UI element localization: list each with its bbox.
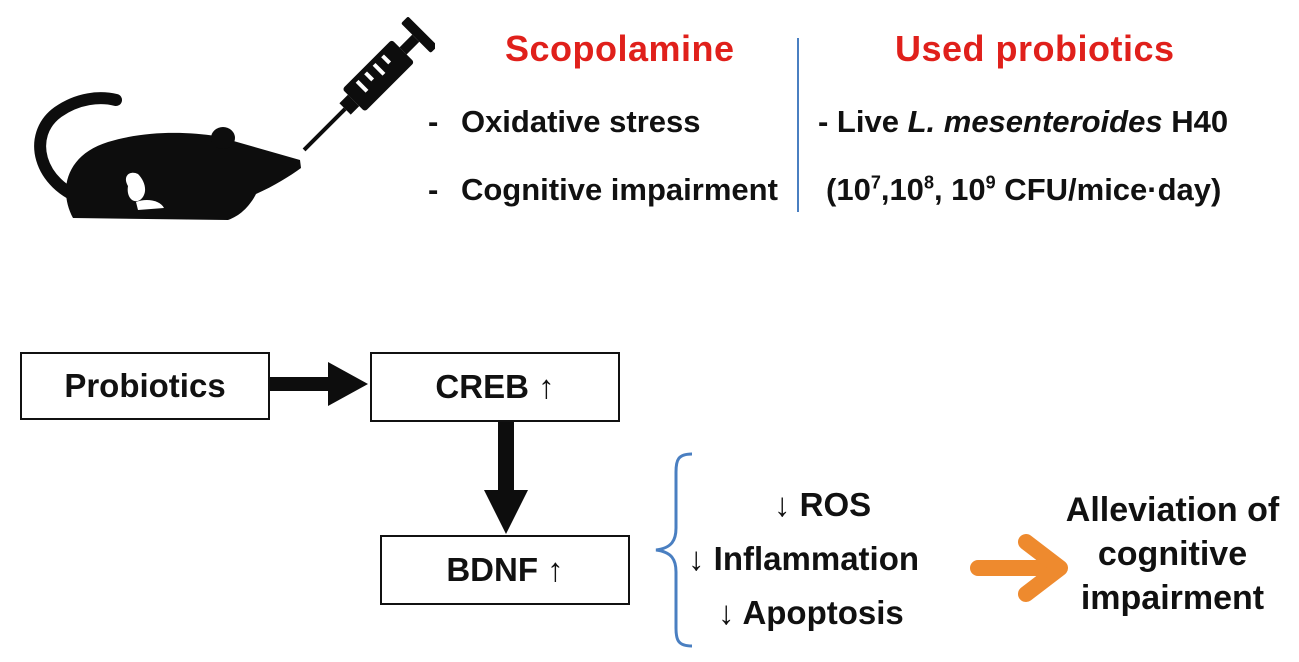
probiotics-heading: Used probiotics — [895, 28, 1175, 69]
outcome-line: cognitive — [1097, 535, 1248, 573]
strain-suffix: H40 — [1162, 104, 1229, 139]
dose-exponent: 7 — [870, 172, 881, 193]
scopolamine-item-cognitive: - Cognitive impairment — [428, 172, 778, 208]
syringe-icon — [302, 17, 435, 152]
dose-text: ,10 — [880, 172, 924, 207]
item-label: Oxidative stress — [460, 104, 701, 139]
orange-arrow-icon — [970, 534, 1068, 602]
column-divider — [797, 38, 799, 212]
scopolamine-heading: Scopolamine — [505, 28, 735, 69]
item-label: Cognitive impairment — [460, 172, 778, 207]
outcome-text: Alleviation of cognitive impairment — [1050, 488, 1295, 620]
bullet: - — [428, 172, 439, 207]
bracket-icon — [655, 452, 693, 648]
dose-exponent: 9 — [985, 172, 996, 193]
dose-text: , 10 — [933, 172, 986, 207]
dose-text: CFU/mice·day) — [995, 172, 1222, 207]
dose-text: (10 — [826, 172, 871, 207]
probiotic-strain: - Live L. mesenteroides H40 — [818, 104, 1228, 140]
probiotic-dose: (107,108, 109 CFU/mice·day) — [826, 172, 1221, 208]
effect-apoptosis: ↓ Apoptosis — [718, 594, 904, 631]
creb-box: CREB ↑ — [370, 352, 620, 422]
outcome-line: Alleviation of — [1065, 491, 1280, 529]
bullet: - — [428, 104, 439, 139]
effect-inflammation: ↓ Inflammation — [688, 540, 920, 577]
bdnf-box: BDNF ↑ — [380, 535, 630, 605]
arrow-right-icon — [270, 362, 368, 406]
scopolamine-item-oxidative: - Oxidative stress — [428, 104, 700, 140]
effect-ros: ↓ ROS — [774, 486, 872, 523]
arrow-down-icon — [484, 422, 528, 534]
probiotics-box: Probiotics — [20, 352, 270, 420]
strain-prefix: - Live — [818, 104, 908, 139]
dose-exponent: 8 — [923, 172, 934, 193]
strain-name: L. mesenteroides — [907, 104, 1163, 139]
outcome-line: impairment — [1080, 579, 1265, 617]
mouse-icon — [34, 92, 302, 220]
